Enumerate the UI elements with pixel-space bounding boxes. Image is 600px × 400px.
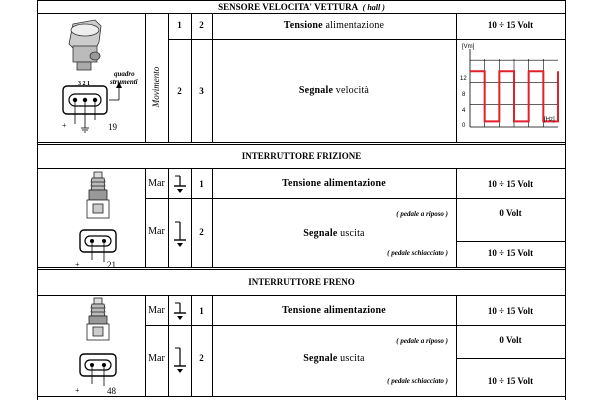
section-1-bottom-line-2: [37, 144, 566, 145]
s3-pin-1: 1: [199, 306, 204, 316]
s3-col-c: [212, 295, 213, 396]
s3-value-split: [456, 358, 565, 359]
s2-mar-1: Mar: [148, 178, 165, 189]
s2-mar-2: Mar: [148, 226, 165, 237]
section-1-title: SENSORE VELOCITA' VETTURA ( hall ): [218, 2, 385, 12]
pin-head-2: 2: [199, 20, 204, 30]
row-tensione-alimentazione: Tensione alimentazione: [283, 20, 385, 31]
plus-label-s1: +: [62, 121, 67, 130]
s1-col-a: [168, 13, 169, 142]
section-3-bottom-line: [37, 396, 566, 397]
s3-col-side: [145, 295, 146, 396]
s3-pin-2: 2: [199, 353, 204, 363]
row-segnale-velocita: Segnale velocità: [298, 85, 370, 96]
s2-col-d: [456, 168, 457, 267]
s2-row-2-label: Segnale uscita: [303, 228, 365, 239]
s3-switch-symbol-2: [174, 347, 186, 373]
s2-col-b: [191, 168, 192, 267]
section-3-title: INTERRUTTORE FRENO: [248, 277, 355, 287]
s2-value-riposo: 0 Volt: [499, 208, 522, 218]
s2-note-riposo: ( pedale a riposo ): [396, 210, 448, 218]
brake-switch-diagram: [79, 297, 117, 386]
s2-pin-2: 2: [199, 227, 204, 237]
movimento-label: Movimento: [151, 66, 161, 108]
clutch-switch-diagram: [79, 171, 117, 262]
s2-row-line: [145, 198, 565, 199]
s3-row-line: [145, 325, 565, 326]
s2-col-c: [212, 168, 213, 267]
strumenti-label: strumenti: [110, 78, 138, 86]
speed-signal-chart: [469, 49, 559, 128]
s3-note-schiacciato: ( pedale schiacciato ): [387, 377, 448, 385]
section-1-top-line: [37, 0, 566, 1]
pin-head-1: 1: [177, 20, 182, 30]
s3-switch-symbol-1: [174, 302, 186, 320]
s2-col-side: [145, 168, 146, 267]
s3-row-1-label: Tensione alimentazione: [282, 305, 386, 316]
section-2-title: INTERRUTTORE FRIZIONE: [241, 151, 362, 161]
connector-pin-numbers: 3 2 1: [78, 81, 90, 87]
s3-col-d: [456, 295, 457, 396]
ground-number-21: 21: [107, 260, 116, 270]
chart-tick-12: 12: [460, 76, 467, 82]
s1-col-d: [456, 13, 457, 142]
s2-col-a: [168, 168, 169, 267]
section-2-bottom-line-2: [37, 269, 566, 270]
plus-label-s2: +: [75, 260, 80, 269]
s2-value-schiacciato: 10 ÷ 15 Volt: [487, 248, 534, 258]
chart-tick-8: 8: [462, 92, 466, 98]
ground-number-19: 19: [108, 122, 117, 132]
ground-number-48: 48: [107, 386, 116, 396]
s3-col-a: [168, 295, 169, 396]
section-2-bottom-line: [37, 267, 566, 268]
s3-row-2-label: Segnale uscita: [303, 353, 365, 364]
s3-col-b: [191, 295, 192, 396]
s1-col-b: [191, 13, 192, 142]
frame-right: [565, 0, 566, 400]
s3-mar-2: Mar: [148, 353, 165, 364]
row-1-value: 10 ÷ 15 Volt: [487, 20, 534, 30]
s3-value-riposo: 0 Volt: [499, 335, 522, 345]
s3-note-riposo: ( pedale a riposo ): [396, 337, 448, 345]
s2-switch-symbol-2: [174, 221, 186, 247]
pin-left-row2: 2: [177, 86, 182, 96]
chart-tick-0: 0: [462, 123, 466, 129]
speed-sensor-diagram: [62, 19, 122, 133]
s3-mar-1: Mar: [148, 305, 165, 316]
section-1-header-line: [168, 39, 565, 40]
s1-col-c: [212, 13, 213, 142]
plus-label-s3: +: [75, 386, 80, 395]
quadro-label: quadro: [114, 70, 135, 78]
s3-value-schiacciato: 10 ÷ 15 Volt: [487, 376, 534, 386]
s1-col-side: [145, 13, 146, 142]
s2-row-1-value: 10 ÷ 15 Volt: [487, 179, 534, 189]
s2-note-schiacciato: ( pedale schiacciato ): [387, 249, 448, 257]
s2-row-1-label: Tensione alimentazione: [282, 178, 386, 189]
chart-tick-4: 4: [462, 108, 466, 114]
section-1-bottom-line: [37, 142, 566, 143]
s3-row-1-value: 10 ÷ 15 Volt: [487, 306, 534, 316]
s2-switch-symbol-1: [174, 175, 186, 193]
section-2-title-line: [37, 168, 566, 169]
section-1-title-line: [37, 13, 566, 14]
signal-wave: [470, 70, 559, 123]
s2-pin-1: 1: [199, 179, 204, 189]
s2-value-split: [456, 241, 565, 242]
section-3-title-line: [37, 295, 566, 296]
frame-left: [37, 0, 38, 400]
pin-right-row2: 3: [199, 86, 204, 96]
chart-y-unit: [Vm]: [462, 44, 475, 50]
chart-x-unit: [Hz]: [544, 117, 555, 123]
